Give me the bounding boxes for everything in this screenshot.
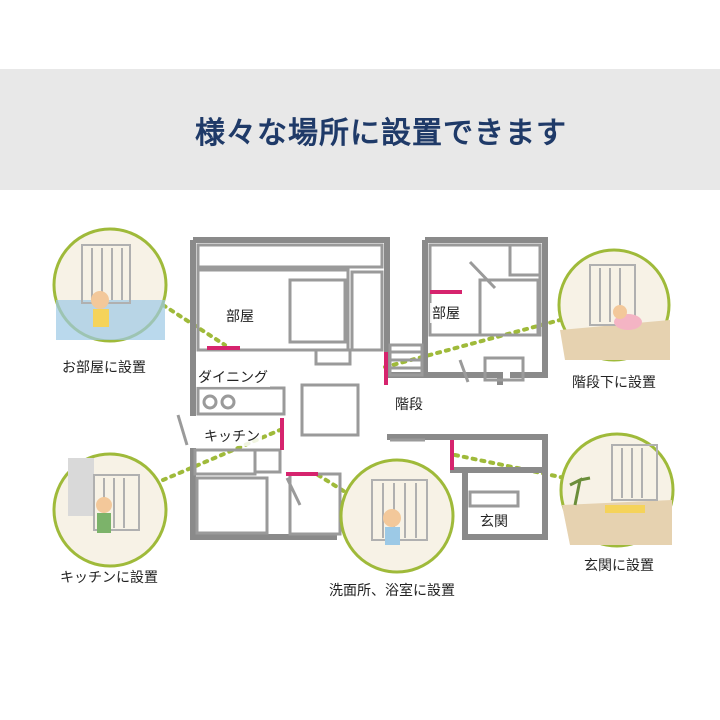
room-label-heya-left: 部屋 — [224, 306, 256, 326]
caption-heya: お部屋に設置 — [62, 360, 146, 376]
connector-senmen — [316, 473, 352, 497]
caption-kitchen: キッチンに設置 — [60, 570, 158, 586]
illustration-kitchen — [52, 452, 168, 568]
room-label-genkan: 玄関 — [478, 511, 510, 531]
room-label-kitchen: キッチン — [202, 426, 262, 446]
caption-senmen: 洗面所、浴室に設置 — [329, 583, 455, 599]
room-label-heya-right: 部屋 — [430, 303, 462, 323]
header-banner: 様々な場所に設置できます — [0, 69, 720, 190]
illustration-genkan — [559, 432, 675, 548]
illustration-heya — [52, 227, 168, 343]
callout-illustrations — [52, 227, 675, 574]
illustration-kaidan — [557, 248, 671, 362]
caption-genkan: 玄関に設置 — [584, 558, 654, 574]
caption-kaidan-shita: 階段下に設置 — [572, 375, 656, 391]
room-label-dining: ダイニング — [196, 367, 270, 387]
room-label-kaidan: 階段 — [393, 394, 425, 414]
gate-markers — [207, 290, 462, 476]
connector-genkan — [453, 453, 567, 480]
illustration-senmen — [339, 458, 455, 574]
page-title: 様々な場所に設置できます — [195, 115, 567, 151]
